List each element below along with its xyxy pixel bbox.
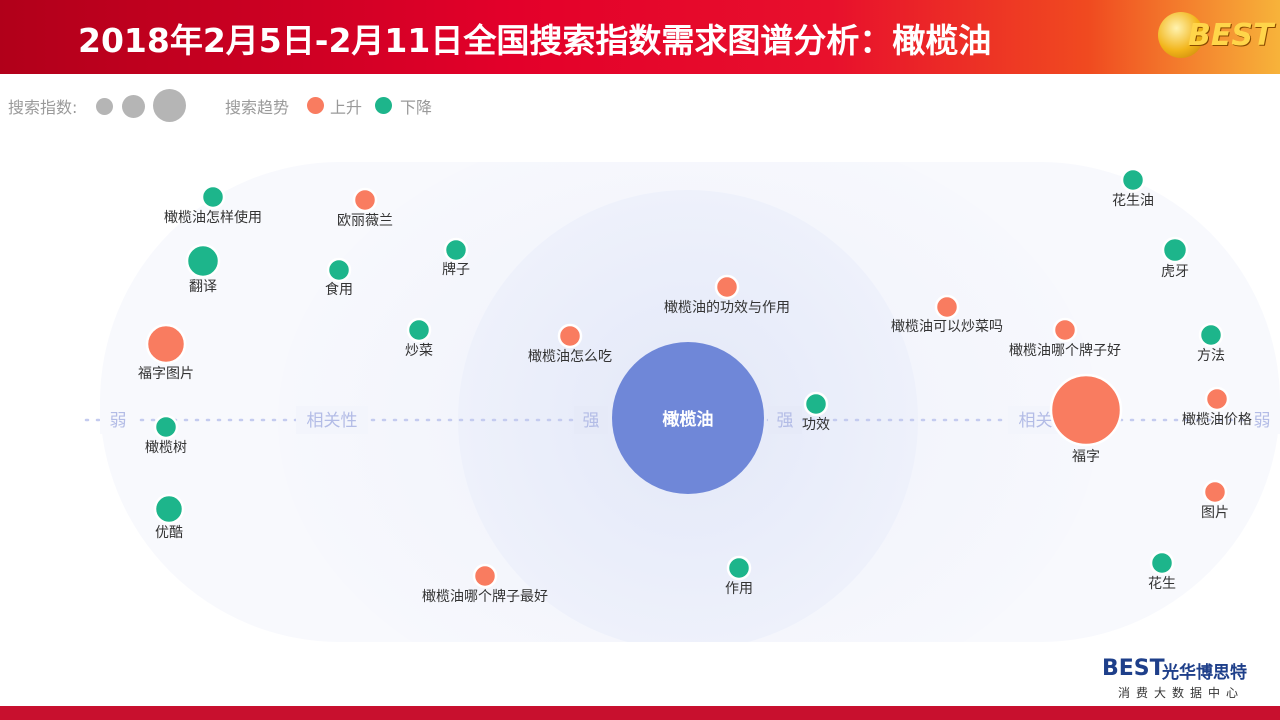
node-dot-up (145, 323, 187, 365)
brand-logo: BEST (1102, 656, 1165, 681)
node-label: 橄榄油可以炒菜吗 (891, 319, 1003, 335)
keyword-node[interactable]: 橄榄油怎么吃 (528, 323, 612, 365)
node-label: 橄榄油的功效与作用 (664, 300, 790, 316)
keyword-node[interactable]: 橄榄油怎样使用 (164, 184, 262, 226)
legend-down-label: 下降 (400, 98, 433, 117)
keyword-node[interactable]: 橄榄油可以炒菜吗 (891, 294, 1003, 335)
node-label: 图片 (1201, 505, 1229, 521)
node-dot-down (803, 391, 829, 417)
node-label: 福字 (1072, 449, 1100, 465)
node-label: 橄榄油价格 (1182, 412, 1252, 428)
node-dot-up (714, 274, 740, 300)
node-dot-up (1052, 317, 1078, 343)
node-dot-down (1161, 236, 1189, 264)
node-dot-down (443, 237, 469, 263)
node-dot-down (406, 317, 432, 343)
node-label: 作用 (725, 581, 753, 597)
node-dot-up (472, 563, 498, 589)
node-dot-up (352, 187, 378, 213)
logo-text: BEST (1188, 18, 1274, 53)
node-label: 炒菜 (405, 343, 433, 359)
node-dot-down (326, 257, 352, 283)
node-dot-down (726, 555, 752, 581)
center-node[interactable]: 橄榄油 (612, 342, 764, 494)
keyword-node[interactable]: 功效 (802, 391, 830, 433)
axis-strong-left: 强 (583, 411, 600, 431)
node-label: 橄榄油哪个牌子最好 (422, 588, 548, 605)
axis-strong-right: 强 (777, 411, 794, 431)
legend-size-medium-icon (122, 95, 145, 118)
keyword-node[interactable]: 炒菜 (405, 317, 433, 359)
node-dot-down (1198, 322, 1224, 348)
page-title: 2018年2月5日-2月11日全国搜索指数需求图谱分析：橄榄油 (78, 21, 992, 60)
node-dot-down (1149, 550, 1175, 576)
node-label: 欧丽薇兰 (337, 213, 393, 229)
node-dot-up (1202, 479, 1228, 505)
node-label: 虎牙 (1161, 264, 1189, 280)
node-dot-up (557, 323, 583, 349)
axis-weak-left: 弱 (110, 411, 127, 431)
node-label: 橄榄树 (145, 440, 187, 456)
keyword-node[interactable]: 橄榄油哪个牌子最好 (422, 563, 548, 605)
node-label: 翻译 (189, 279, 217, 295)
keyword-node[interactable]: 欧丽薇兰 (337, 187, 393, 229)
node-dot-up (934, 294, 960, 320)
legend-size-small-icon (96, 98, 113, 115)
node-label: 花生 (1148, 576, 1176, 592)
node-label: 花生油 (1112, 193, 1154, 209)
node-label: 橄榄油哪个牌子好 (1009, 342, 1121, 359)
keyword-node[interactable]: 优酷 (153, 493, 185, 541)
node-dot-down (153, 414, 179, 440)
keyword-node[interactable]: 福字 (1049, 373, 1123, 465)
keyword-node[interactable]: 福字图片 (138, 323, 194, 382)
node-label: 食用 (325, 281, 353, 298)
axis-labels: 弱 相关性 强 强 相关性 弱 (100, 406, 1280, 434)
keyword-node[interactable]: 花生 (1148, 550, 1176, 592)
node-dot-up (1049, 373, 1123, 447)
node-label: 福字图片 (138, 366, 194, 382)
keyword-node[interactable]: 作用 (725, 555, 753, 597)
keyword-node[interactable]: 橄榄油哪个牌子好 (1009, 317, 1121, 359)
keyword-node[interactable]: 食用 (325, 257, 353, 298)
node-label: 方法 (1197, 348, 1225, 364)
keyword-node[interactable]: 橄榄油价格 (1182, 386, 1252, 428)
node-dot-down (200, 184, 226, 210)
node-label: 橄榄油怎么吃 (528, 349, 612, 365)
legend-down-icon (375, 97, 392, 114)
node-label: 橄榄油怎样使用 (164, 209, 262, 226)
keyword-node[interactable]: 橄榄油的功效与作用 (664, 274, 790, 316)
node-dot-up (1204, 386, 1230, 412)
keyword-node[interactable]: 花生油 (1112, 167, 1154, 209)
legend-size-large-icon (153, 89, 186, 122)
keyword-node[interactable]: 翻译 (185, 243, 221, 295)
node-dot-down (1120, 167, 1146, 193)
brand-block: BEST 光华博思特 消费大数据中心 (1102, 656, 1262, 702)
best-logo: BEST (1158, 8, 1273, 64)
brand-subtitle: 消费大数据中心 (1118, 686, 1245, 700)
bottom-bar (0, 706, 1280, 720)
node-label: 优酷 (155, 525, 183, 541)
node-label: 牌子 (442, 261, 470, 278)
legend-up-label: 上升 (330, 98, 363, 117)
header-banner: 2018年2月5日-2月11日全国搜索指数需求图谱分析：橄榄油 BEST (0, 0, 1280, 74)
axis-relevance-left: 相关性 (307, 411, 358, 431)
node-dot-down (185, 243, 221, 279)
keyword-nodes: 橄榄油怎样使用翻译福字图片橄榄树优酷欧丽薇兰牌子食用炒菜橄榄油怎么吃橄榄油的功效… (138, 167, 1252, 605)
node-dot-down (153, 493, 185, 525)
keyword-node[interactable]: 图片 (1201, 479, 1229, 521)
legend-up-icon (307, 97, 324, 114)
logo-ring-icon (1158, 12, 1204, 58)
axis-weak-right: 弱 (1254, 411, 1271, 431)
center-label: 橄榄油 (663, 409, 714, 430)
node-label: 功效 (802, 417, 830, 433)
brand-name: 光华博思特 (1162, 663, 1247, 683)
keyword-node[interactable]: 橄榄树 (145, 414, 187, 456)
legend-size-label: 搜索指数: (8, 98, 78, 117)
keyword-node[interactable]: 方法 (1197, 322, 1225, 364)
center-circle (612, 342, 764, 494)
keyword-node[interactable]: 虎牙 (1161, 236, 1189, 280)
legend-trend-label: 搜索趋势 (225, 98, 290, 117)
keyword-node[interactable]: 牌子 (442, 237, 470, 278)
